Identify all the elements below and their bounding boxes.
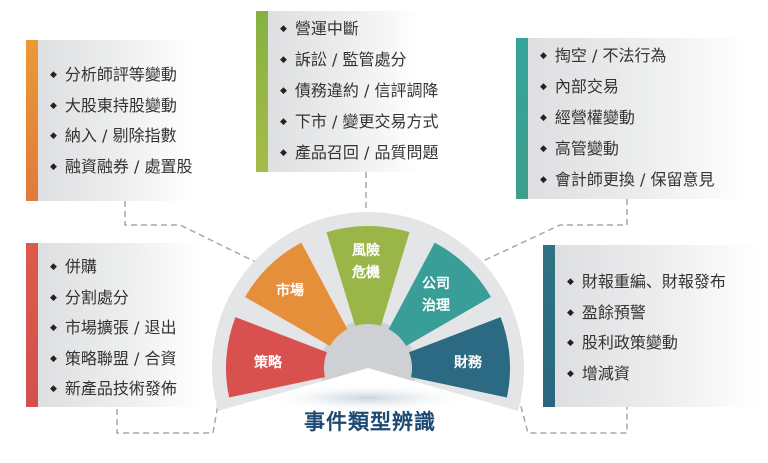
segment-label-finance: 財務: [453, 354, 483, 371]
bullet-icon: ◆: [280, 24, 287, 34]
segment-label-governance-2: 治理: [422, 297, 450, 314]
list-item: ◆ 訴訟 / 監管處分: [280, 50, 407, 70]
list-item: ◆ 併購: [50, 257, 97, 277]
bullet-icon: ◆: [540, 144, 547, 154]
accent-bar: [256, 11, 268, 172]
list-item-text: 會計師更換 / 保留意見: [554, 170, 715, 189]
box-governance: ◆ 掏空 / 不法行為 ◆ 內部交易 ◆ 經營權變動 ◆ 高管變動 ◆ 會計師更換 / 保留意見: [516, 38, 748, 199]
bullet-icon: ◆: [50, 323, 57, 333]
list-item-text: 分析師評等變動: [64, 65, 177, 84]
bullet-icon: ◆: [280, 117, 287, 127]
list-item-text: 市場擴張 / 退出: [64, 318, 177, 337]
list-item-text: 下市 / 變更交易方式: [294, 112, 439, 131]
list-item-text: 高管變動: [554, 139, 619, 158]
bullet-icon: ◆: [50, 100, 57, 111]
list-item-text: 盈餘預警: [581, 302, 646, 322]
list-item-text: 策略聯盟 / 合資: [64, 348, 177, 368]
accent-bar: [516, 38, 528, 199]
accent-bar: [26, 40, 38, 201]
bullet-icon: ◆: [567, 338, 574, 348]
bullet-icon: ◆: [50, 292, 57, 303]
bullet-icon: ◆: [50, 161, 57, 172]
list-item: ◆ 財報重編、財報發布: [567, 272, 726, 292]
bullet-icon: ◆: [280, 86, 287, 96]
bullet-icon: ◆: [50, 131, 57, 141]
segment-governance: [388, 242, 491, 346]
segment-label-risk-1: 風險: [352, 242, 380, 259]
segment-risk: [326, 226, 410, 326]
list-item-text: 財報重編、財報發布: [581, 272, 726, 291]
list-item: ◆ 下市 / 變更交易方式: [280, 112, 439, 132]
list-item: ◆ 增減資: [567, 364, 630, 384]
list-item-text: 增減資: [581, 363, 630, 383]
list-item-text: 納入 / 剔除指數: [64, 126, 177, 145]
list-item-text: 分割處分: [64, 287, 129, 307]
box-strategy: ◆ 併購 ◆ 分割處分 ◆ 市場擴張 / 退出 ◆ 策略聯盟 / 合資 ◆ 新產品技術發佈: [26, 243, 201, 407]
list-item: ◆ 融資融券 / 處置股: [50, 157, 193, 177]
list-item-text: 掏空 / 不法行為: [554, 46, 667, 65]
list-item-text: 併購: [64, 257, 97, 276]
list-item: ◆ 新產品技術發佈: [50, 379, 177, 399]
fan-hub: [320, 320, 416, 382]
list-item: ◆ 營運中斷: [280, 19, 359, 39]
bullet-icon: ◆: [280, 55, 287, 65]
list-item: ◆ 產品召回 / 品質問題: [280, 143, 439, 163]
list-item: ◆ 股利政策變動: [567, 333, 678, 353]
list-item-text: 營運中斷: [294, 19, 359, 38]
list-item-text: 訴訟 / 監管處分: [294, 50, 407, 69]
list-item: ◆ 經營權變動: [540, 108, 635, 128]
list-item: ◆ 策略聯盟 / 合資: [50, 349, 177, 369]
bullet-icon: ◆: [50, 353, 57, 364]
list-item: ◆ 大股東持股變動: [50, 96, 177, 116]
list-item-text: 債務違約 / 信評調降: [294, 81, 439, 100]
box-finance: ◆ 財報重編、財報發布 ◆ 盈餘預警 ◆ 股利政策變動 ◆ 增減資: [543, 245, 758, 407]
list-item-text: 產品召回 / 品質問題: [294, 143, 439, 162]
list-item-text: 經營權變動: [554, 108, 635, 127]
segment-strategy: [226, 317, 327, 398]
list-item-text: 融資融券 / 處置股: [64, 156, 193, 176]
list-item: ◆ 納入 / 剔除指數: [50, 126, 177, 146]
bullet-icon: ◆: [567, 307, 574, 318]
list-item: ◆ 會計師更換 / 保留意見: [540, 170, 715, 190]
segment-finance: [409, 317, 510, 398]
bullet-icon: ◆: [540, 175, 547, 185]
bullet-icon: ◆: [567, 368, 574, 379]
segment-label-risk-2: 危機: [351, 264, 380, 281]
bullet-icon: ◆: [50, 70, 57, 80]
diagram-title: 事件類型辨識: [304, 409, 436, 434]
list-item-text: 內部交易: [554, 77, 619, 96]
bullet-icon: ◆: [280, 148, 287, 158]
list-item: ◆ 市場擴張 / 退出: [50, 318, 177, 338]
bullet-icon: ◆: [50, 262, 57, 272]
segment-label-governance-1: 公司: [422, 276, 450, 292]
segment-label-strategy: 策略: [253, 354, 283, 371]
bullet-icon: ◆: [540, 51, 547, 61]
list-item-text: 股利政策變動: [581, 333, 678, 352]
list-item: ◆ 分析師評等變動: [50, 65, 177, 85]
segment-market: [245, 242, 348, 346]
accent-bar: [543, 245, 555, 407]
fan-shadow: [258, 384, 478, 412]
box-risk: ◆營運中斷◆訴訟 / 監管處分◆債務違約 / 信評調降◆下市 / 變更交易方式◆…: [256, 11, 439, 172]
box-market: ◆ 分析師評等變動 ◆ 大股東持股變動 ◆ 納入 / 剔除指數 ◆ 融資融券 / 處置股: [26, 40, 193, 201]
list-item: ◆ 內部交易: [540, 77, 619, 97]
connector-market: [124, 201, 269, 269]
list-item: ◆ 債務違約 / 信評調降: [280, 81, 439, 101]
list-item-text: 新產品技術發佈: [64, 379, 177, 398]
connector-strategy: [116, 357, 227, 434]
bullet-icon: ◆: [540, 82, 547, 92]
accent-bar: [26, 243, 38, 407]
list-item: ◆ 分割處分: [50, 288, 129, 308]
list-item: ◆ 掏空 / 不法行為: [540, 46, 667, 66]
segment-label-market: 市場: [276, 282, 304, 299]
bullet-icon: ◆: [50, 384, 57, 394]
list-item: ◆ 盈餘預警: [567, 303, 646, 323]
bullet-icon: ◆: [540, 113, 547, 123]
list-item-text: 大股東持股變動: [64, 95, 177, 115]
list-item: ◆ 高管變動: [540, 139, 619, 159]
bullet-icon: ◆: [567, 277, 574, 287]
connector-governance: [467, 199, 628, 269]
